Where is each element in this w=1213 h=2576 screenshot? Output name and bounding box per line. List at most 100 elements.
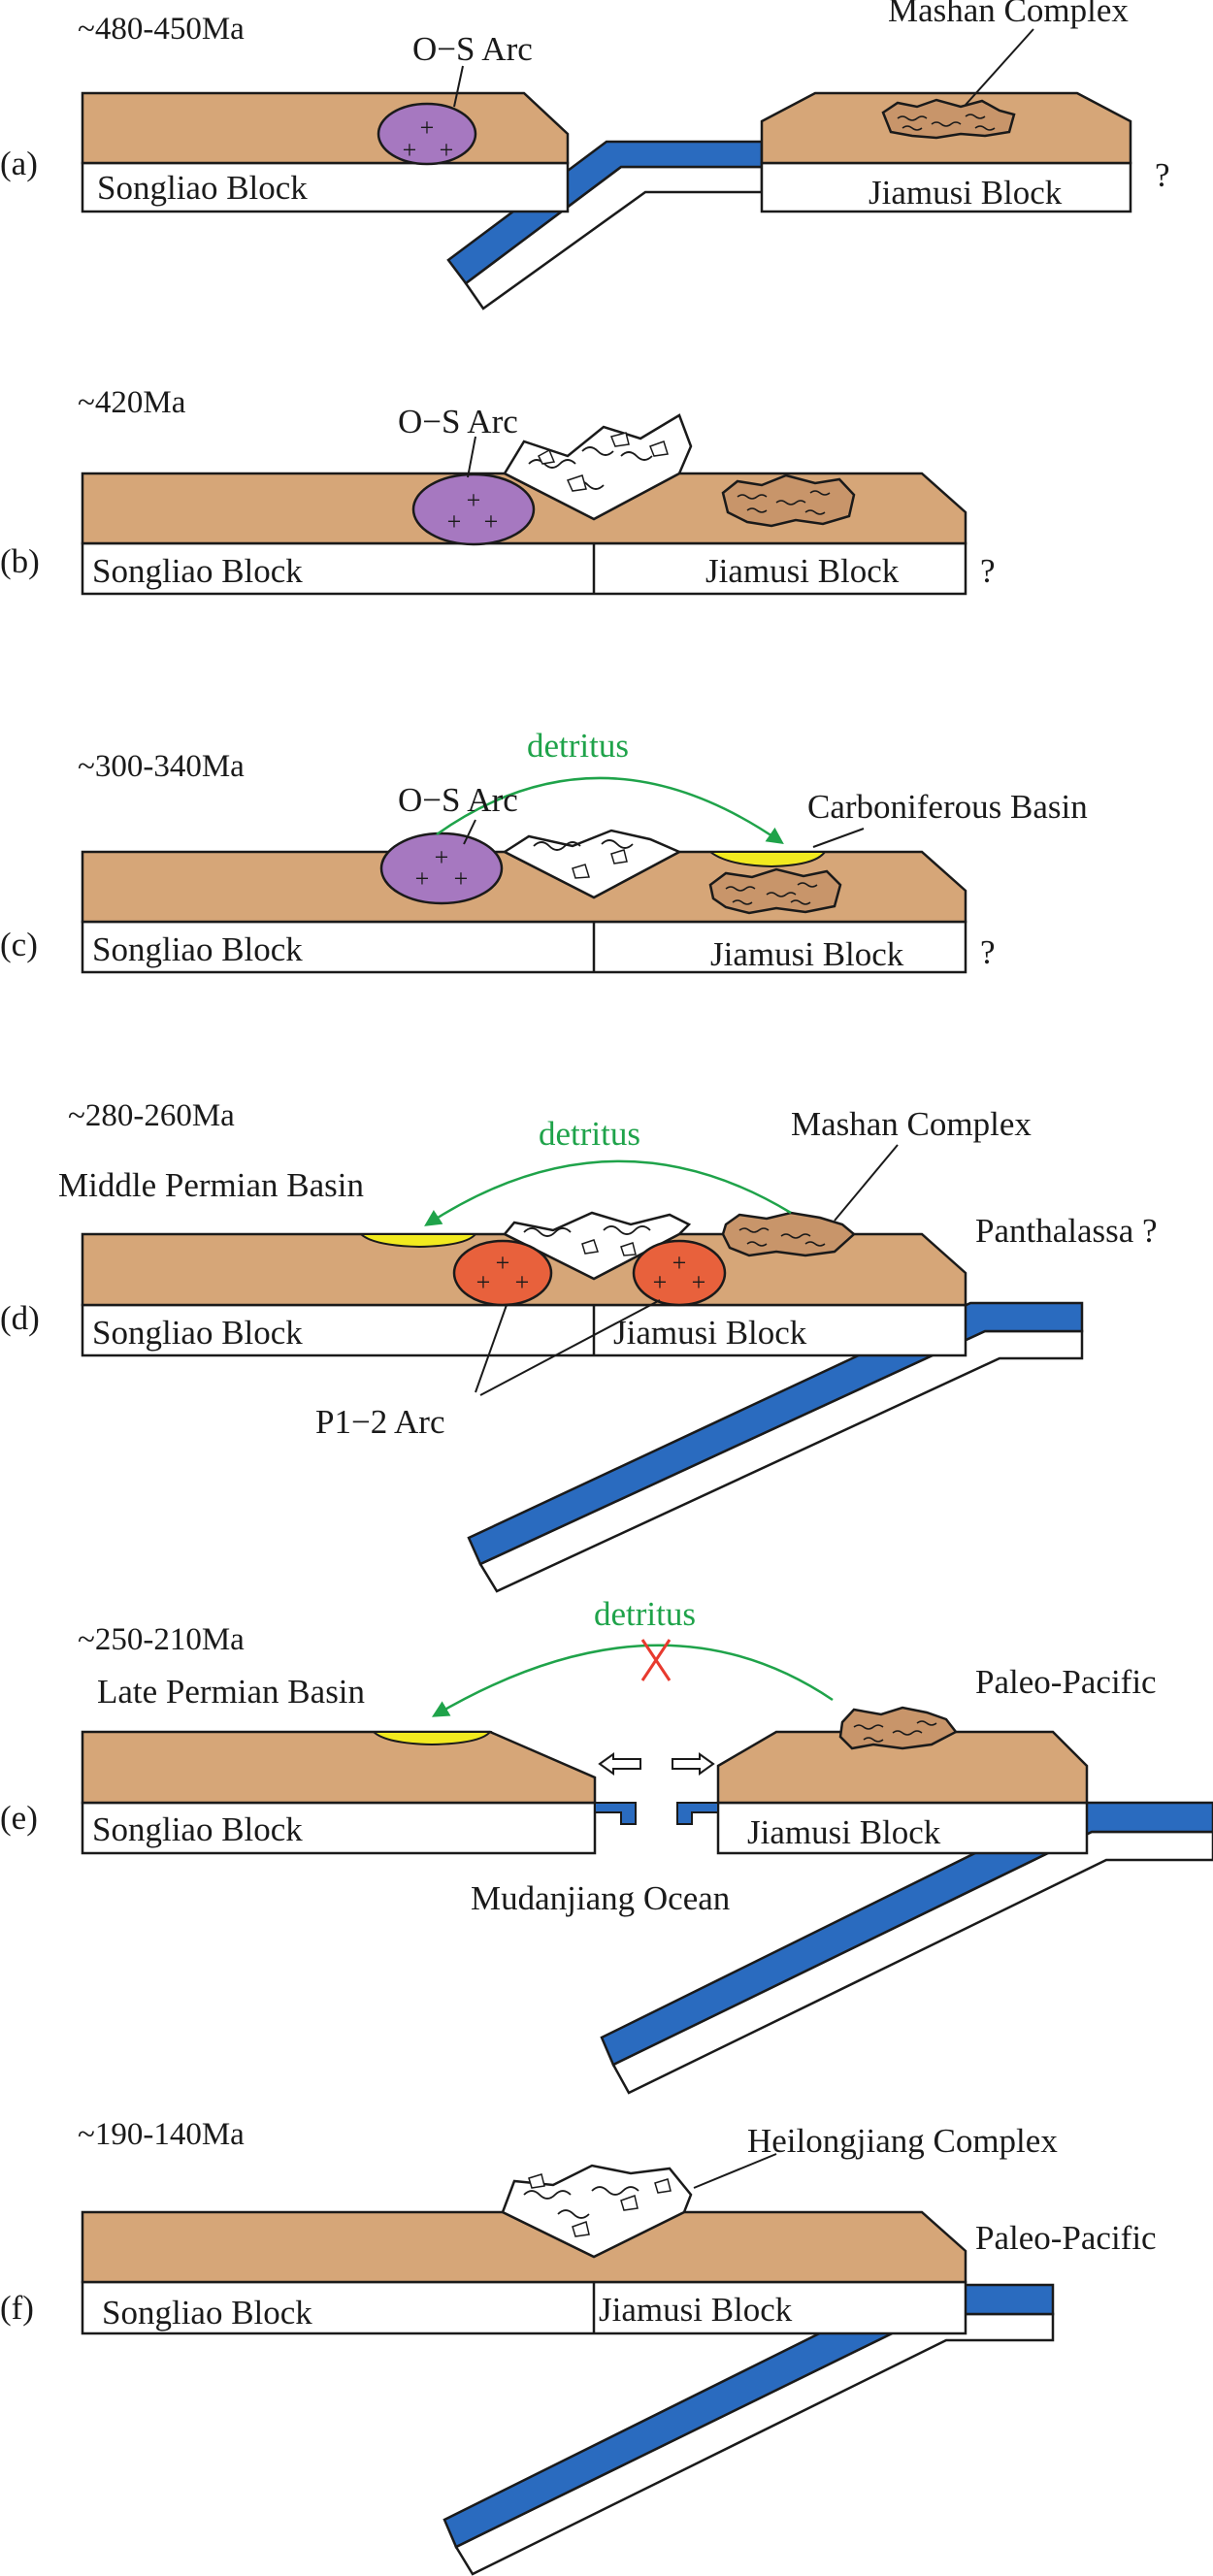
melange-texture <box>523 1225 651 1237</box>
right-block-label: Jiamusi Block <box>705 552 900 590</box>
question-mark: ? <box>1155 156 1170 194</box>
left-block-label: Songliao Block <box>97 169 308 207</box>
complex-label: Mashan Complex <box>791 1105 1032 1143</box>
panel-e: (e) ~250-210Ma detritus Late Permian Bas… <box>0 1595 1213 2095</box>
detritus-arrow <box>436 776 784 844</box>
question-mark: ? <box>980 552 996 590</box>
right-block-label: Jiamusi Block <box>599 2291 793 2329</box>
panel-d: + + + + + + (d) ~280-260Ma detritus Mash… <box>0 1098 1158 1593</box>
clast <box>620 2195 639 2211</box>
right-block-label: Jiamusi Block <box>869 174 1063 212</box>
clast <box>538 448 556 465</box>
melange-texture <box>523 2186 639 2219</box>
pluton-crosses: + <box>440 136 454 164</box>
complex-texture <box>737 490 831 515</box>
panel-tag: (d) <box>0 1299 40 1337</box>
ocean-label: Panthalassa ? <box>975 1212 1158 1250</box>
label-leader <box>453 65 464 108</box>
complex-texture <box>725 882 818 905</box>
time-label: ~300-340Ma <box>78 749 245 784</box>
songliao-block-base <box>81 161 570 213</box>
rift-slab-right <box>676 1802 719 1825</box>
melange-wedge <box>503 1211 692 1281</box>
jiamusi-block-base <box>716 1801 1089 1855</box>
clast <box>572 2221 590 2237</box>
panel-f: (f) ~190-140Ma Heilongjiang Complex Pale… <box>0 2117 1157 2576</box>
panel-a: + + + (a) ~480-450Ma O−S Arc Mashan Comp… <box>0 0 1170 310</box>
left-block-label: Songliao Block <box>92 1810 303 1848</box>
panel-tag: (a) <box>0 145 38 182</box>
label-leader <box>965 28 1034 106</box>
pluton-crosses: + <box>484 507 499 536</box>
time-label: ~190-140Ma <box>78 2117 245 2152</box>
basin-label: Middle Permian Basin <box>58 1166 364 1204</box>
slab-lining <box>611 1830 1213 2095</box>
detritus-label: detritus <box>527 727 629 765</box>
carboniferous-basin <box>707 851 827 868</box>
arc-label: O−S Arc <box>398 403 518 440</box>
label-leader <box>463 819 476 845</box>
slab-lining <box>454 2312 1055 2576</box>
extension-arrow-right <box>672 1752 715 1776</box>
clast <box>620 1242 637 1256</box>
block-base <box>81 920 967 974</box>
complex-label: Mashan Complex <box>888 0 1129 29</box>
time-label: ~280-260Ma <box>68 1098 235 1133</box>
right-block-label: Jiamusi Block <box>710 935 904 973</box>
arc-label: O−S Arc <box>412 30 533 68</box>
os-arc-pluton <box>377 102 477 166</box>
pluton-crosses: + <box>496 1249 510 1277</box>
time-label: ~480-450Ma <box>78 12 245 47</box>
label-leader <box>812 828 865 848</box>
label-leader <box>475 1304 508 1393</box>
p-arc-pluton-left <box>452 1239 553 1307</box>
right-block-label: Jiamusi Block <box>613 1314 807 1352</box>
detritus-arrow <box>431 1644 834 1717</box>
pluton-crosses: + <box>435 843 449 871</box>
clast <box>610 849 628 864</box>
panel-c: + + + (c) ~300-340Ma detritus O−S Arc Ca… <box>0 727 1088 974</box>
basin-label: Carboniferous Basin <box>807 788 1088 826</box>
pluton-crosses: + <box>692 1268 706 1296</box>
pluton-crosses: + <box>447 507 462 536</box>
songliao-crust <box>81 91 570 165</box>
left-block-label: Songliao Block <box>92 552 303 590</box>
pluton-crosses: + <box>415 864 430 893</box>
oceanic-slab <box>467 1301 1084 1566</box>
right-block-label: Jiamusi Block <box>747 1813 941 1851</box>
panel-b: + + + (b) ~420Ma O−S Arc Songliao Block … <box>0 385 996 596</box>
panel-tag: (c) <box>0 926 38 963</box>
songliao-crust <box>81 1730 597 1805</box>
late-permian-basin <box>371 1731 493 1746</box>
detritus-arrow <box>424 1159 792 1226</box>
complex-texture <box>853 1720 937 1743</box>
mashan-complex-body <box>881 98 1016 140</box>
middle-permian-basin <box>358 1233 478 1249</box>
left-block-label: Songliao Block <box>92 1314 303 1352</box>
label-leader <box>479 1299 661 1396</box>
label-leader <box>467 436 476 478</box>
rift-slab-left <box>594 1802 637 1825</box>
basin-label: Late Permian Basin <box>97 1673 365 1711</box>
time-label: ~420Ma <box>78 385 186 420</box>
os-arc-pluton <box>411 473 536 546</box>
arc-label: P1−2 Arc <box>315 1403 445 1441</box>
complex-body <box>708 867 842 915</box>
time-label: ~250-210Ma <box>78 1622 245 1657</box>
ocean-label: Paleo-Pacific <box>975 1663 1157 1701</box>
clast <box>654 2178 672 2194</box>
detritus-label: detritus <box>594 1595 696 1633</box>
clast <box>572 864 590 879</box>
pluton-crosses: + <box>420 114 435 142</box>
melange-wedge <box>503 413 693 521</box>
complex-body <box>721 473 856 528</box>
melange-texture <box>528 446 653 490</box>
pluton-crosses: + <box>653 1268 668 1296</box>
songliao-block-base <box>81 1801 597 1855</box>
panel-tag: (f) <box>0 2289 34 2327</box>
pluton-crosses: + <box>672 1249 687 1277</box>
pluton-crosses: + <box>403 136 417 164</box>
panel-tag: (b) <box>0 542 40 580</box>
block-base <box>81 541 967 596</box>
